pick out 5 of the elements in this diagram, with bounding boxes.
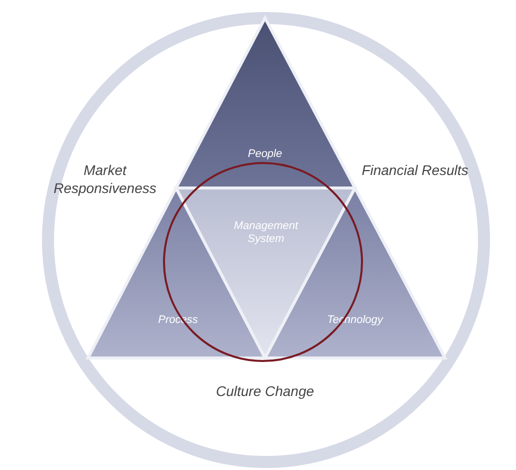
segment-label: Management System xyxy=(232,220,300,246)
outer-label: Market Responsiveness xyxy=(52,162,158,197)
outer-label: Culture Change xyxy=(214,383,316,400)
segment-label: People xyxy=(246,148,284,162)
outer-label: Financial Results xyxy=(360,162,470,180)
